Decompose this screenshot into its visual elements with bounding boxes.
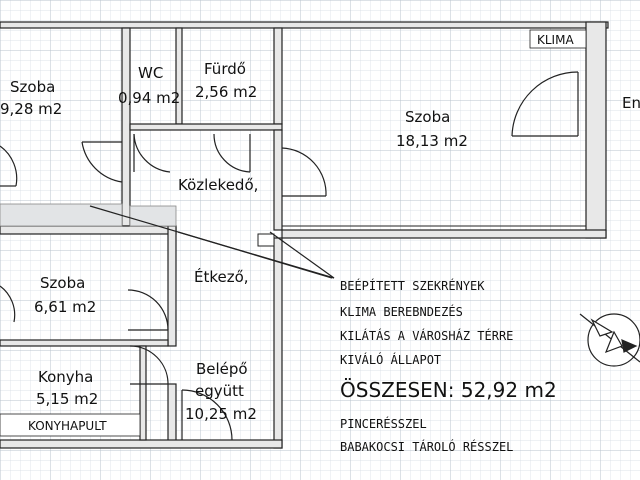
note-line-1: BEÉPÍTETT SZEKRÉNYEK xyxy=(340,278,485,293)
room-furdo-area: 2,56 m2 xyxy=(195,83,257,101)
wall-etkezo-left xyxy=(167,225,177,347)
room-szoba-small-name: Szoba xyxy=(40,274,85,292)
wall-wc-left xyxy=(121,27,131,227)
wall-bath-bottom xyxy=(129,123,283,131)
wall-right xyxy=(585,21,607,239)
wall-corridor-right xyxy=(273,129,283,231)
room-szoba-big-name: Szoba xyxy=(405,108,450,126)
wall-konyha-right xyxy=(139,345,147,441)
note-line-5: PINCERÉSSZEL xyxy=(340,416,427,431)
built-in-cabinet-strip xyxy=(0,203,123,227)
room-szoba-big-area: 18,13 m2 xyxy=(396,132,468,150)
north-arrow-icon xyxy=(579,313,640,367)
room-wc-name: WC xyxy=(138,64,163,82)
note-line-3: KILÁTÁS A VÁROSHÁZ TÉRRE xyxy=(340,328,513,343)
note-line-6: BABAKOCSI TÁROLÓ RÉSSZEL xyxy=(340,439,513,454)
wall-konyha-top xyxy=(0,339,169,347)
corridor-bracket xyxy=(257,233,275,247)
room-furdo-name: Fürdő xyxy=(204,60,246,78)
door-entry xyxy=(181,389,233,441)
konyhapult-box xyxy=(0,413,141,437)
doors xyxy=(0,71,579,441)
door-right-room xyxy=(511,71,579,137)
wall-top xyxy=(0,21,609,29)
door-wc xyxy=(133,133,171,173)
room-etkezo-name: Étkező, xyxy=(194,267,249,286)
cabinet-strip-2 xyxy=(129,205,177,227)
wall-bottom xyxy=(0,439,283,449)
room-belepo-name: Belépő xyxy=(196,360,248,378)
wall-middle-left xyxy=(0,225,177,235)
wall-furdo-right xyxy=(273,27,283,125)
note-pointer-lines xyxy=(89,205,335,279)
room-szoba-small-area: 6,61 m2 xyxy=(34,298,96,316)
door-konyha xyxy=(129,345,169,385)
room-belepo-area: 10,25 m2 xyxy=(185,405,257,423)
door-szoba-left xyxy=(0,145,18,187)
wall-wc-right xyxy=(175,27,183,125)
door-corridor-left xyxy=(81,141,123,183)
wall-middle-right xyxy=(281,229,607,239)
door-szoba-big xyxy=(281,147,327,197)
klima-tag: KLIMA xyxy=(537,33,574,47)
door-szoba-small-left xyxy=(0,285,16,323)
room-kozlekedo-name: Közlekedő, xyxy=(178,176,258,194)
room-szoba-left-area: 9,28 m2 xyxy=(0,100,62,118)
room-konyha-area: 5,15 m2 xyxy=(36,390,98,408)
room-szoba-left-name: Szoba xyxy=(10,78,55,96)
door-furdo xyxy=(213,133,251,173)
wall-entry-right xyxy=(273,237,283,449)
note-line-4: KIVÁLÓ ÁLLAPOT xyxy=(340,352,441,367)
wall-etkezo-left-low xyxy=(167,383,177,445)
total-area: ÖSSZESEN: 52,92 m2 xyxy=(340,378,557,402)
room-wc-area: 0,94 m2 xyxy=(118,89,180,107)
walls xyxy=(0,21,609,449)
door-szoba-small xyxy=(127,289,169,331)
room-belepo-together: együtt xyxy=(195,382,244,400)
room-right-edge-name: En xyxy=(622,94,640,112)
klima-tag-box xyxy=(529,29,587,49)
room-konyha-name: Konyha xyxy=(38,368,93,386)
konyhapult-tag: KONYHAPULT xyxy=(28,419,107,433)
note-line-2: KLIMA BEREBNDEZÉS xyxy=(340,304,463,319)
